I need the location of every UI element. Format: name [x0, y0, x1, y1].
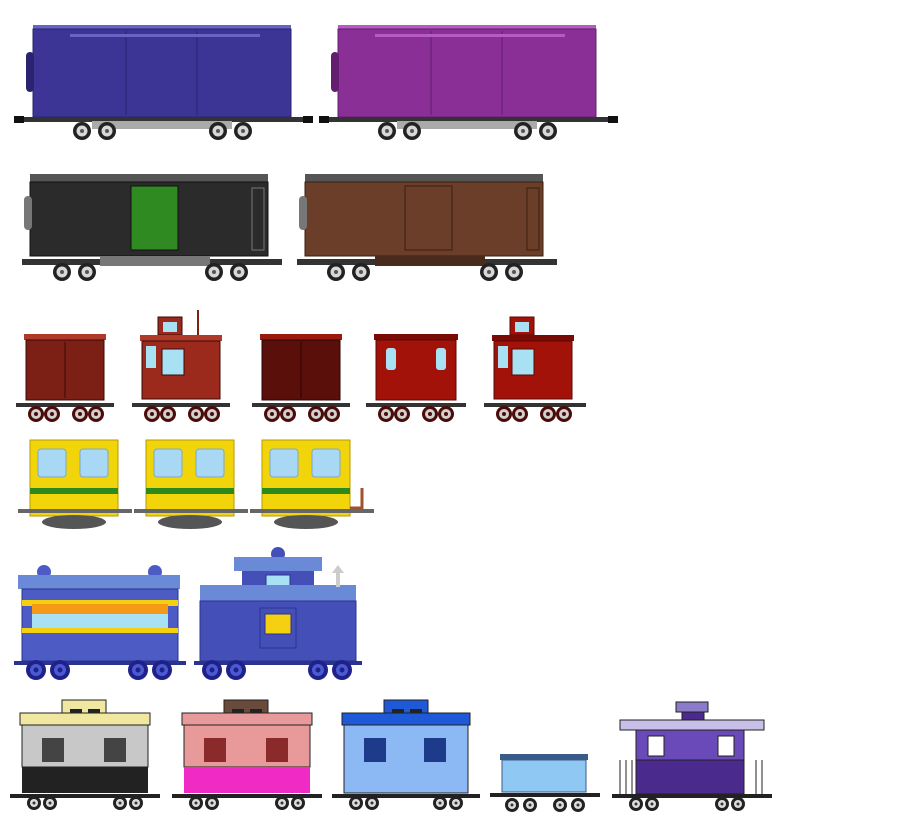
boxcar-purple: [319, 25, 618, 140]
yellow-coach-2: [134, 439, 248, 529]
red-van-2: [252, 334, 350, 422]
red-brakevan-1: [132, 310, 230, 422]
yellow-coach-1: [18, 439, 132, 529]
blue-passenger-coach: [14, 565, 186, 680]
caboose-pink: [172, 699, 322, 810]
red-coach: [366, 334, 466, 422]
blue-caboose: [194, 547, 362, 680]
caboose-purple: [612, 701, 772, 811]
red-van-1: [16, 334, 114, 422]
caboose-grey: [10, 699, 160, 810]
boxcar-black: [22, 174, 282, 281]
yellow-coach-3: [250, 439, 374, 529]
caboose-light-blue: [332, 699, 480, 810]
flat-wagon-light-blue: [490, 754, 600, 812]
boxcar-blue: [14, 25, 313, 140]
red-brakevan-2: [484, 316, 586, 422]
boxcar-brown: [297, 174, 557, 281]
